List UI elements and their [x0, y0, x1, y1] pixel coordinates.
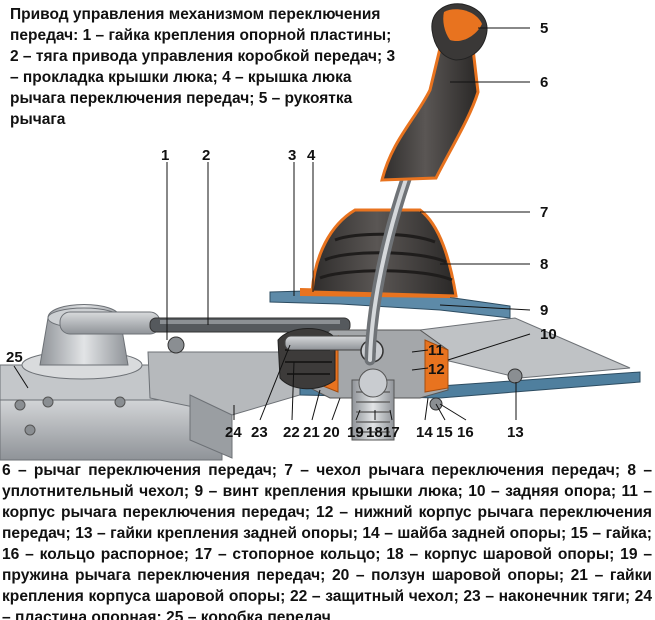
- callout-4: 4: [307, 147, 316, 164]
- callout-15: 15: [436, 424, 453, 441]
- callout-5: 5: [540, 20, 548, 37]
- callout-20: 20: [323, 424, 340, 441]
- title-caption: Привод управления механизмом переключени…: [10, 6, 396, 128]
- callout-8: 8: [540, 256, 548, 273]
- callout-numbers: 1 2 3 4 5 6 7 8 9 10 11 12 13 14 15 16 1…: [6, 20, 557, 441]
- callout-25: 25: [6, 349, 23, 366]
- callout-3: 3: [288, 147, 296, 164]
- callout-12: 12: [428, 361, 445, 378]
- callout-9: 9: [540, 302, 548, 319]
- callout-13: 13: [507, 424, 524, 441]
- callout-2: 2: [202, 147, 210, 164]
- callout-19: 19: [347, 424, 364, 441]
- callout-18: 18: [366, 424, 383, 441]
- shift-knob: [431, 3, 488, 61]
- callout-22: 22: [283, 424, 300, 441]
- legend-caption: 6 – рычаг переключения передач; 7 – чехо…: [2, 462, 652, 620]
- callout-21: 21: [303, 424, 320, 441]
- callout-23: 23: [251, 424, 268, 441]
- callout-14: 14: [416, 424, 433, 441]
- callout-1: 1: [161, 147, 169, 164]
- callout-16: 16: [457, 424, 474, 441]
- ball-joint: [351, 368, 395, 441]
- callout-6: 6: [540, 74, 548, 91]
- callout-7: 7: [540, 204, 548, 221]
- leader-lines: [13, 27, 531, 421]
- callout-10: 10: [540, 326, 557, 343]
- callout-17: 17: [383, 424, 400, 441]
- control-rod: [59, 311, 351, 354]
- callout-24: 24: [225, 424, 242, 441]
- callout-11: 11: [428, 342, 444, 359]
